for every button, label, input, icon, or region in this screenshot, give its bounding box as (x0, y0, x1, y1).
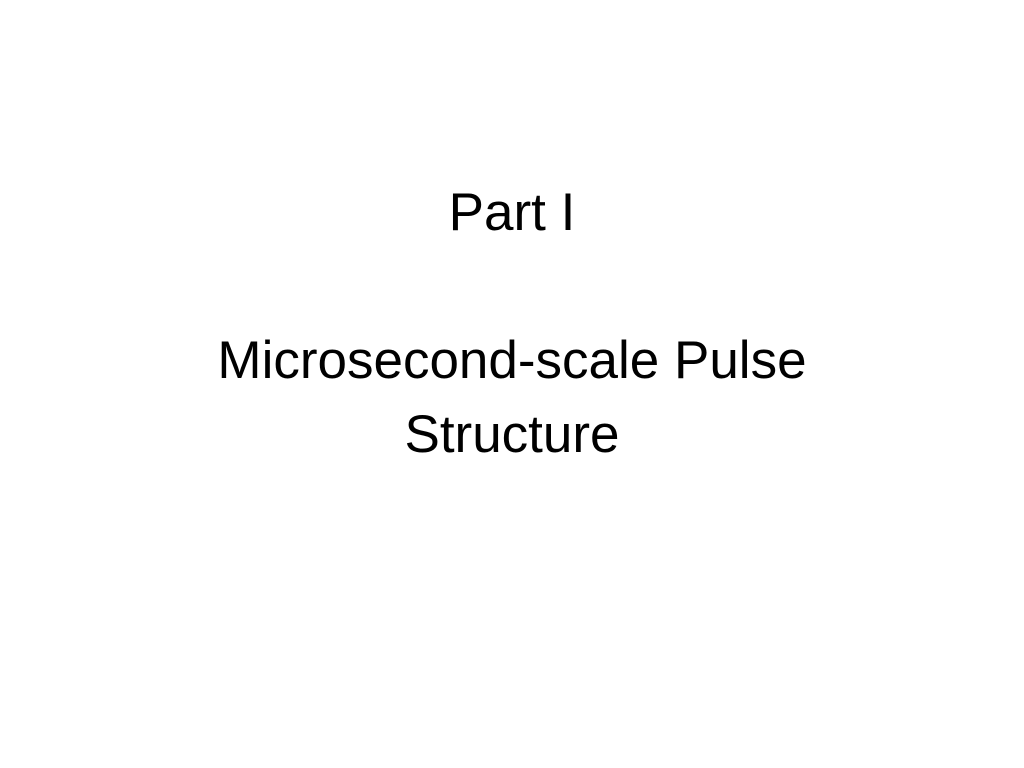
slide-title: Part I Microsecond-scale Pulse Structure (0, 176, 1024, 472)
title-line-1: Microsecond-scale Pulse (217, 331, 807, 390)
part-label: Part I (448, 183, 576, 242)
title-line-2: Structure (404, 405, 620, 464)
title-spacer (0, 250, 1024, 324)
